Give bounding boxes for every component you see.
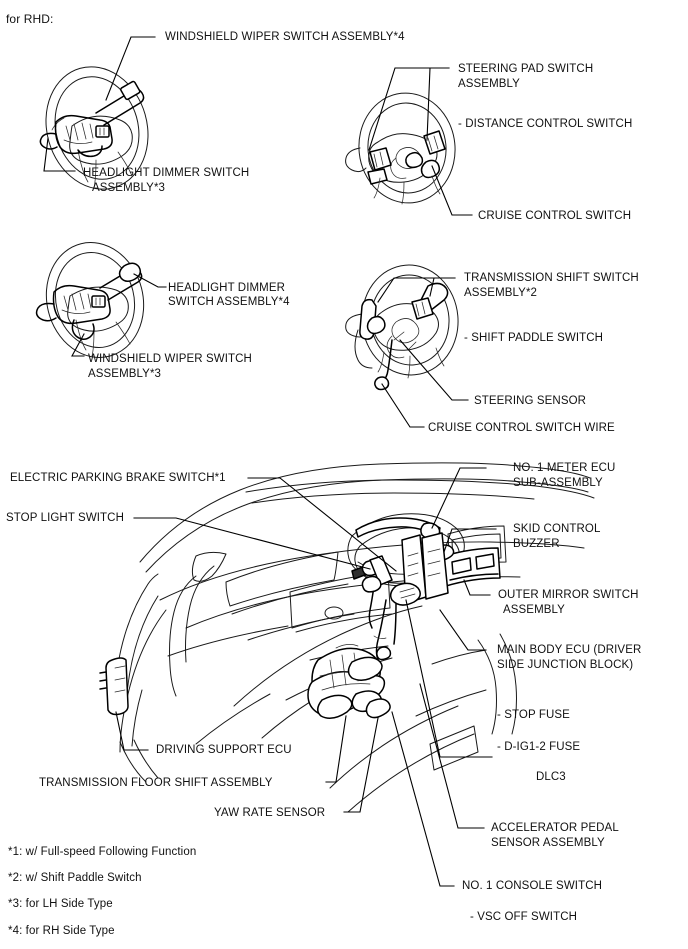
leader-windshield-wiper-4 (105, 36, 156, 101)
label-headlight-dimmer-4-line1: HEADLIGHT DIMMER (168, 282, 286, 294)
label-no1-console-switch: NO. 1 CONSOLE SWITCH (462, 880, 603, 892)
label-windshield-wiper-3-line1: WINDSHIELD WIPER SWITCH (88, 353, 252, 365)
instrument-panel-art (99, 462, 595, 813)
leader-driving-support-ecu (115, 711, 149, 751)
label-main-body-ecu-line1: MAIN BODY ECU (DRIVER (497, 644, 642, 656)
leader-skid-control-buzzer (443, 528, 497, 553)
leader-console-switch (391, 711, 455, 887)
label-yaw-rate-sensor: YAW RATE SENSOR (214, 807, 326, 819)
label-skid-control-buzzer-line1: SKID CONTROL (513, 523, 601, 535)
label-driving-support-ecu: DRIVING SUPPORT ECU (156, 744, 292, 756)
leader-meter-ecu (431, 467, 487, 529)
leader-transmission-floor-shift (325, 715, 347, 783)
leader-main-body-ecu (439, 609, 487, 651)
label-windshield-wiper-3-line2: ASSEMBLY*3 (88, 368, 162, 380)
label-main-body-ecu-line2: SIDE JUNCTION BLOCK) (497, 659, 634, 671)
wheel-mid-right-art (345, 264, 459, 391)
label-shift-paddle-switch: - SHIFT PADDLE SWITCH (464, 332, 604, 344)
label-cruise-control-switch: CRUISE CONTROL SWITCH (478, 210, 632, 222)
leader-electric-parking-brake (247, 477, 397, 572)
wheel-top-right-art (345, 92, 456, 205)
footnote-4: *4: for RH Side Type (8, 925, 115, 937)
leader-steering-pad-assembly-b (426, 67, 450, 141)
label-accelerator-pedal-line2: SENSOR ASSEMBLY (491, 837, 605, 849)
label-steering-pad-switch-line1: STEERING PAD SWITCH (458, 63, 594, 75)
page-heading: for RHD: (6, 12, 54, 26)
label-dlc3: DLC3 (536, 771, 566, 783)
leader-outer-mirror-switch (463, 579, 491, 596)
leader-yaw-rate-sensor (343, 717, 379, 813)
leader-steering-sensor (399, 339, 469, 401)
label-cruise-control-switch-wire: CRUISE CONTROL SWITCH WIRE (428, 422, 615, 434)
label-windshield-wiper-switch-4: WINDSHIELD WIPER SWITCH ASSEMBLY*4 (165, 31, 405, 43)
leader-headlight-dimmer-4 (133, 273, 167, 288)
leader-headlight-dimmer-3 (43, 137, 76, 172)
label-d-ig1-2-fuse: - D-IG1-2 FUSE (497, 741, 581, 753)
leader-dlc3 (405, 599, 493, 758)
leader-cruise-control-wire (381, 383, 425, 428)
label-stop-light-switch: STOP LIGHT SWITCH (6, 512, 124, 524)
leader-transmission-shift-a (377, 277, 456, 303)
label-steering-pad-switch-line2: ASSEMBLY (458, 78, 520, 90)
label-headlight-dimmer-4-line2: SWITCH ASSEMBLY*4 (168, 296, 290, 308)
footnote-3: *3: for LH Side Type (8, 898, 113, 910)
floor-shift-assembly (307, 644, 386, 719)
leader-cruise-control-switch (431, 165, 473, 216)
label-vsc-off-switch: - VSC OFF SWITCH (470, 911, 578, 923)
label-accelerator-pedal-line1: ACCELERATOR PEDAL (491, 822, 619, 834)
footnote-1: *1: w/ Full-speed Following Function (8, 846, 197, 858)
label-electric-parking-brake-switch: ELECTRIC PARKING BRAKE SWITCH*1 (10, 472, 226, 484)
leader-windshield-wiper-3 (71, 333, 85, 357)
leader-accelerator-pedal (419, 683, 485, 829)
label-stop-fuse: - STOP FUSE (497, 709, 570, 721)
leader-transmission-shift-b (429, 277, 456, 297)
label-headlight-dimmer-3-line2: ASSEMBLY*3 (92, 182, 166, 194)
label-transmission-shift-line2: ASSEMBLY*2 (464, 287, 538, 299)
label-outer-mirror-switch-line2: ASSEMBLY (503, 604, 565, 616)
wheel-mid-left-art (35, 242, 145, 358)
label-meter-ecu-line2: SUB-ASSEMBLY (513, 477, 603, 489)
label-headlight-dimmer-3-line1: HEADLIGHT DIMMER SWITCH (83, 167, 250, 179)
label-skid-control-buzzer-line2: BUZZER (513, 538, 560, 550)
leader-steering-pad-assembly-a (368, 67, 450, 151)
label-meter-ecu-line1: NO. 1 METER ECU (513, 462, 616, 474)
footnote-2: *2: w/ Shift Paddle Switch (8, 872, 142, 884)
label-outer-mirror-switch-line1: OUTER MIRROR SWITCH (498, 589, 639, 601)
label-transmission-floor-shift-assembly: TRANSMISSION FLOOR SHIFT ASSEMBLY (39, 777, 273, 789)
label-distance-control-switch: - DISTANCE CONTROL SWITCH (458, 118, 633, 130)
label-transmission-shift-line1: TRANSMISSION SHIFT SWITCH (464, 272, 639, 284)
leader-stop-light-switch (133, 517, 371, 570)
label-steering-sensor: STEERING SENSOR (474, 395, 587, 407)
